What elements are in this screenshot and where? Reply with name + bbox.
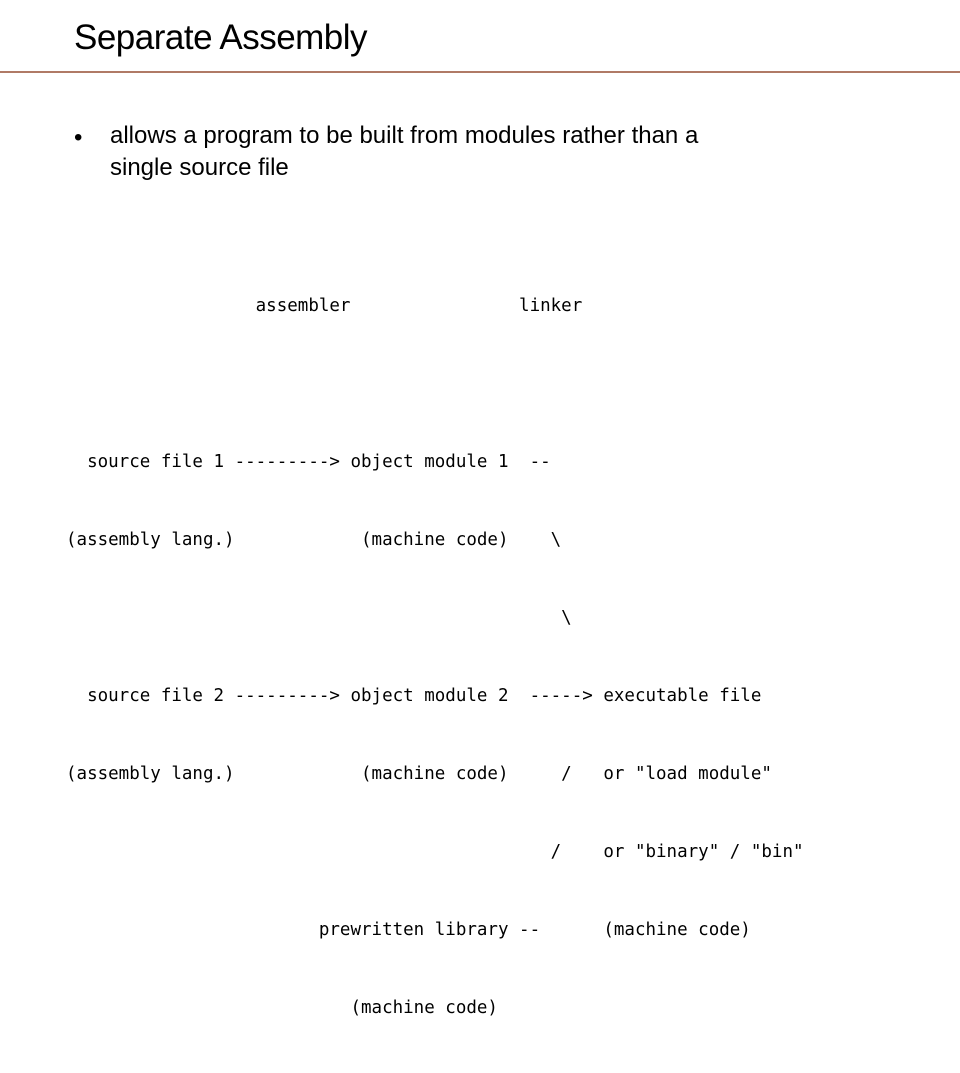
diagram-line: (assembly lang.) (machine code) \ bbox=[66, 530, 562, 550]
diagram-line: source file 1 ---------> object module 1… bbox=[66, 452, 551, 472]
diagram-line bbox=[66, 371, 804, 397]
bullet-text: allows a program to be built from module… bbox=[110, 122, 699, 181]
bullet-marker: • bbox=[74, 124, 83, 151]
assembly-linking-diagram: assembler linker source file 1 ---------… bbox=[66, 241, 804, 1073]
slide-title: Separate Assembly bbox=[74, 18, 368, 57]
title-divider bbox=[0, 71, 960, 73]
diagram-line: source file 2 ---------> object module 2… bbox=[66, 686, 762, 706]
diagram-line: (machine code) bbox=[66, 998, 498, 1018]
bullet-item: • allows a program to be built from modu… bbox=[70, 120, 930, 184]
diagram-line: / or "binary" / "bin" bbox=[66, 842, 804, 862]
slide: Separate Assembly • allows a program to … bbox=[0, 18, 960, 1018]
diagram-line: \ bbox=[66, 608, 572, 628]
diagram-line: (assembly lang.) (machine code) / or "lo… bbox=[66, 764, 772, 784]
diagram-line: prewritten library -- (machine code) bbox=[66, 920, 751, 940]
diagram-header-line: assembler linker bbox=[66, 296, 583, 316]
